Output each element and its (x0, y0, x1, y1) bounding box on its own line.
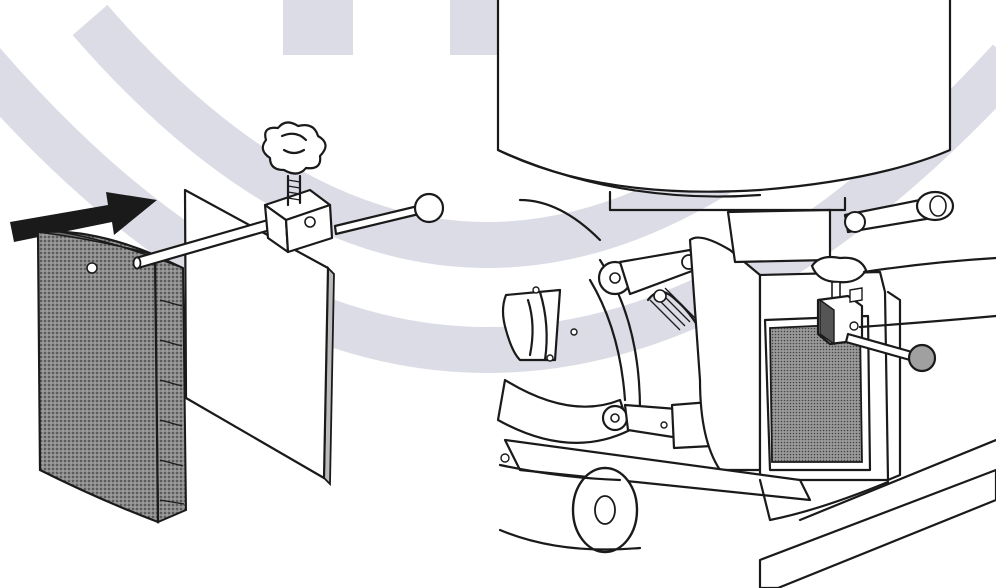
mounted-clamp (810, 255, 937, 373)
machine-housing-top (496, 0, 952, 212)
guide-rod (132, 192, 445, 270)
callout-lines (858, 256, 996, 329)
pivot-arm (597, 248, 702, 332)
clamp-block (263, 174, 334, 254)
right-panel-machine (496, 0, 996, 588)
base-belt (498, 438, 996, 588)
side-bolt (843, 190, 955, 234)
lower-arm (601, 400, 714, 450)
direction-arrow (10, 192, 157, 242)
motor-shaft (501, 198, 602, 362)
star-knob (261, 121, 327, 175)
pad-stack (36, 230, 188, 524)
left-panel-assembly (10, 121, 445, 524)
